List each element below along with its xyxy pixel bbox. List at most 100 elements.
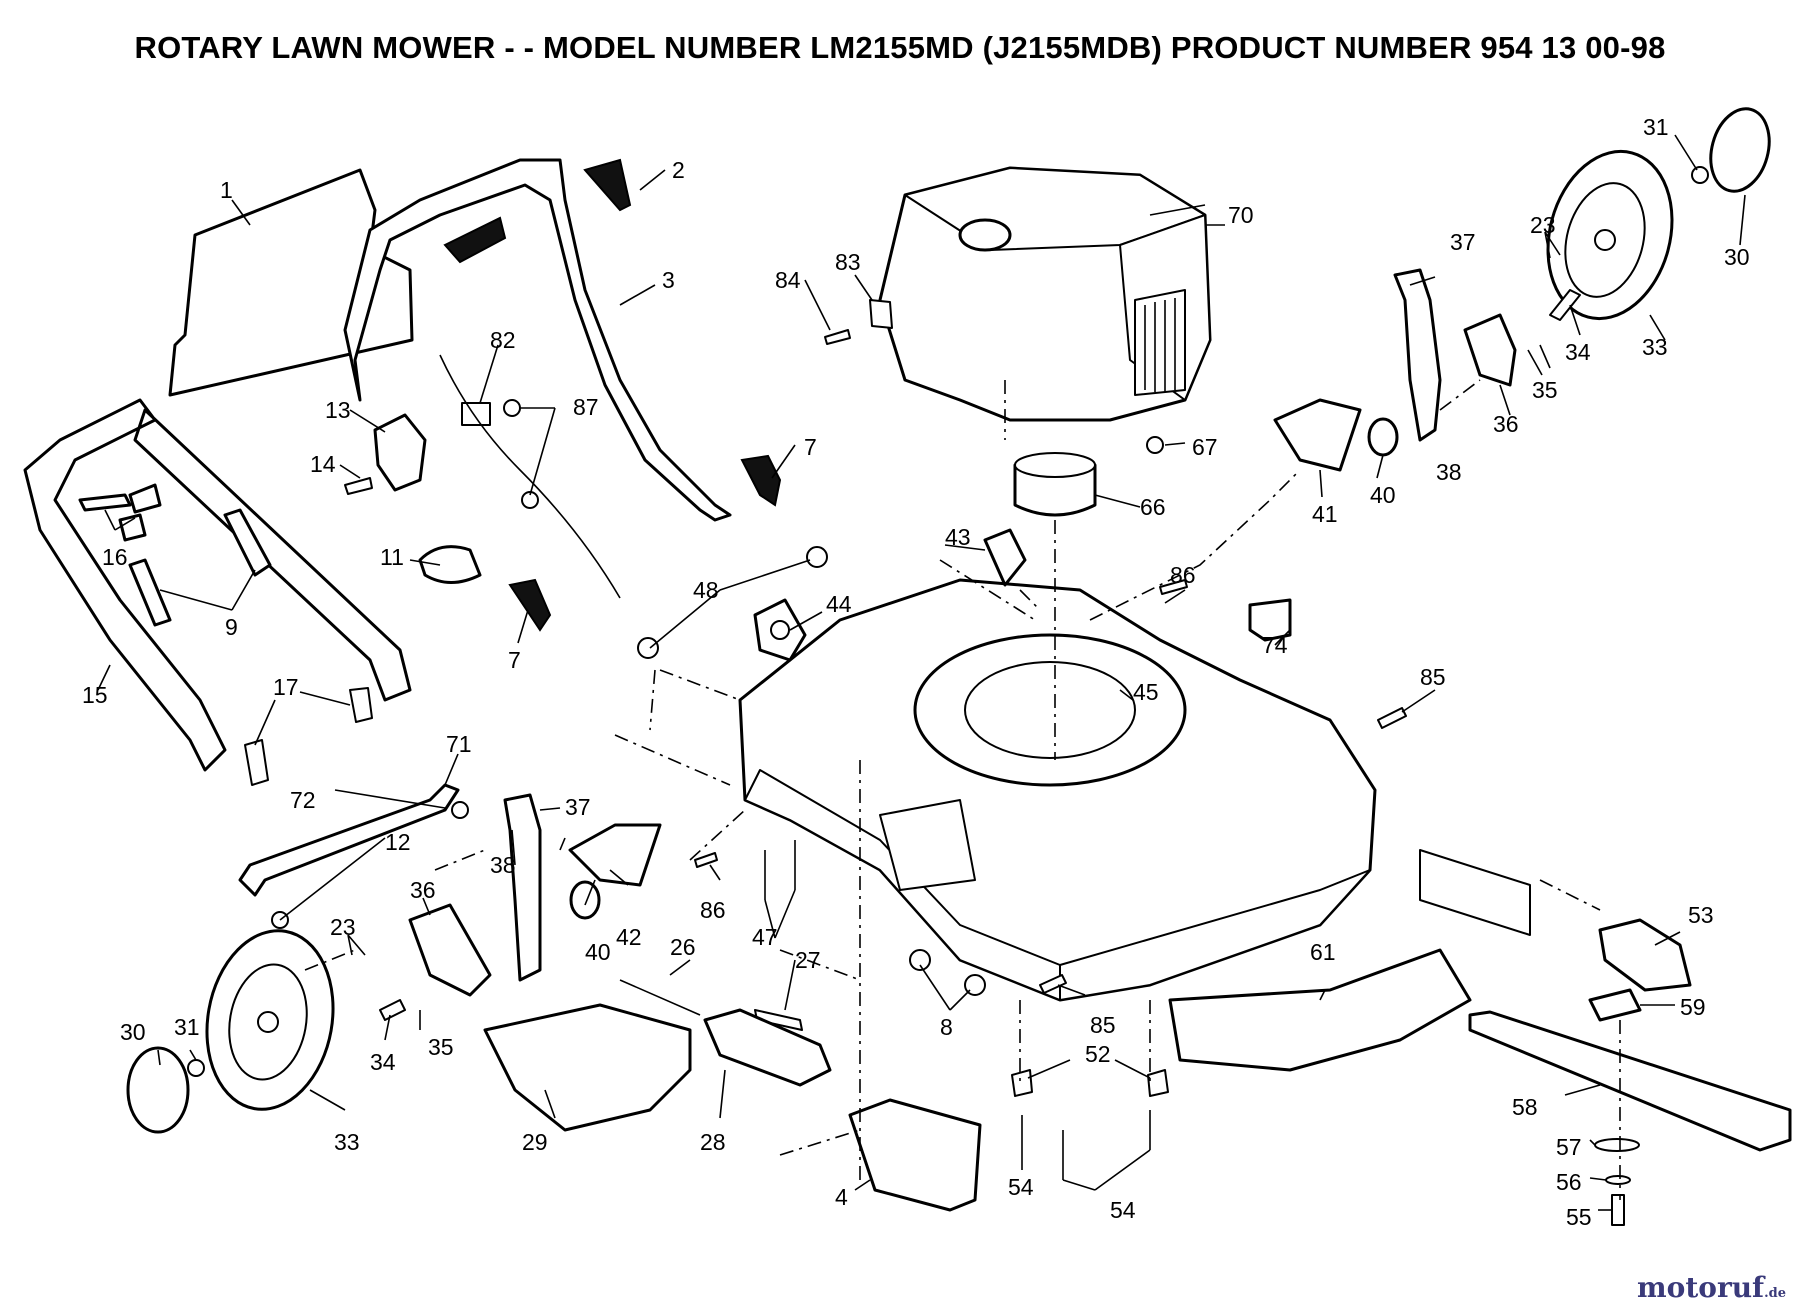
callout-13: 13 <box>325 397 351 423</box>
callout-26: 26 <box>670 934 696 960</box>
blade-bolt-55 <box>1611 1194 1625 1226</box>
mower-deck <box>738 578 1377 1002</box>
engine-bracket <box>869 299 893 329</box>
right-wheel <box>1546 149 1674 321</box>
control-cable <box>439 354 621 599</box>
callout-8: 8 <box>940 1014 953 1040</box>
blade-adapter-53 <box>1598 918 1692 992</box>
handle-knobs <box>128 508 272 627</box>
callout-41: 41 <box>1312 501 1338 527</box>
handle-knob-upper <box>740 454 782 507</box>
callout-54-left: 54 <box>1008 1174 1034 1200</box>
lower-handle <box>23 398 412 772</box>
callout-33-left: 33 <box>334 1129 360 1155</box>
callout-38-left: 38 <box>490 852 516 878</box>
nut-lower <box>637 637 659 659</box>
callout-55: 55 <box>1566 1204 1592 1230</box>
wheel-nut-right <box>1691 166 1709 184</box>
hubcap-right <box>1709 107 1771 193</box>
engine <box>878 166 1212 422</box>
washer <box>1146 436 1164 454</box>
callout-42: 42 <box>616 924 642 950</box>
callout-59: 59 <box>1680 994 1706 1020</box>
bracket-52-left <box>1011 1069 1033 1097</box>
callout-23-right: 23 <box>1530 212 1556 238</box>
callout-45: 45 <box>1133 679 1159 705</box>
height-plate-right <box>1273 398 1362 472</box>
callout-53: 53 <box>1688 902 1714 928</box>
rear-deflector <box>483 1003 692 1132</box>
callout-labels: 1 2 3 84 83 70 31 30 37 23 34 33 35 36 3… <box>82 114 1750 1230</box>
deck-bolts <box>764 840 796 900</box>
cable-connector <box>461 402 491 426</box>
callout-28: 28 <box>700 1129 726 1155</box>
watermark-suffix: .de <box>1764 1286 1786 1301</box>
watermark-text: motoruf <box>1637 1271 1765 1304</box>
height-lever-left <box>503 793 542 982</box>
callout-66: 66 <box>1140 494 1166 520</box>
callout-58: 58 <box>1512 1094 1538 1120</box>
callout-72: 72 <box>290 787 316 813</box>
hinge-rod <box>619 979 701 1016</box>
callout-70: 70 <box>1228 202 1254 228</box>
callout-37-left: 37 <box>565 794 591 820</box>
callout-1: 1 <box>220 177 233 203</box>
callout-17: 17 <box>273 674 299 700</box>
callout-15: 15 <box>82 682 108 708</box>
wheel-bracket-left <box>408 903 492 997</box>
height-adjuster <box>983 528 1027 587</box>
diagram-title: ROTARY LAWN MOWER - - MODEL NUMBER LM215… <box>134 30 1666 65</box>
hubcap-left <box>126 1046 190 1134</box>
blade-58 <box>1468 1010 1792 1152</box>
callout-40-left: 40 <box>585 939 611 965</box>
bracket-bolt <box>344 477 373 495</box>
callout-67: 67 <box>1192 434 1218 460</box>
callout-31-right: 31 <box>1643 114 1669 140</box>
callout-85-right: 85 <box>1420 664 1446 690</box>
engine-bolt <box>824 329 851 345</box>
handle-knob-lower <box>508 578 552 632</box>
callout-86-upper: 86 <box>1170 562 1196 588</box>
callout-35-right: 35 <box>1532 377 1558 403</box>
decal <box>1248 598 1292 642</box>
left-wheel <box>205 929 335 1111</box>
hinge-bracket <box>703 1008 832 1087</box>
spacer-left <box>569 880 601 920</box>
callout-57: 57 <box>1556 1134 1582 1160</box>
callout-29: 29 <box>522 1129 548 1155</box>
callout-44: 44 <box>826 591 852 617</box>
rear-cover <box>848 1098 982 1212</box>
handle-grip <box>443 158 632 264</box>
callout-38-right: 38 <box>1436 459 1462 485</box>
height-plate-left <box>568 823 662 887</box>
wheel-bolt-right <box>1549 289 1581 321</box>
callout-43: 43 <box>945 524 971 550</box>
pin-lower <box>694 852 718 868</box>
pin-upper <box>1159 579 1188 595</box>
bolts-54 <box>1021 1110 1151 1180</box>
lockwasher-56 <box>1605 1175 1631 1185</box>
cable-bracket <box>373 413 427 492</box>
callout-31-left: 31 <box>174 1014 200 1040</box>
callout-33-right: 33 <box>1642 334 1668 360</box>
callout-74: 74 <box>1262 632 1288 658</box>
cable-clip <box>418 545 482 584</box>
side-deflector <box>1419 849 1531 936</box>
axle-rod <box>238 783 460 897</box>
callout-83: 83 <box>835 249 861 275</box>
callout-30-right: 30 <box>1724 244 1750 270</box>
height-lever-right <box>1393 268 1442 442</box>
discharge-baffle <box>1168 948 1472 1072</box>
spacer-right <box>1367 417 1399 457</box>
bolt-right <box>1377 707 1407 729</box>
callout-40-right: 40 <box>1370 482 1396 508</box>
watermark: motoruf.de <box>1637 1271 1786 1304</box>
upper-handle <box>343 158 732 522</box>
callout-27: 27 <box>795 947 821 973</box>
callout-87: 87 <box>573 394 599 420</box>
callout-30-left: 30 <box>120 1019 146 1045</box>
callout-7-lower: 7 <box>508 647 521 673</box>
callout-16: 16 <box>102 544 128 570</box>
assembly-lines <box>304 379 1621 1200</box>
handle-clips <box>244 687 373 786</box>
